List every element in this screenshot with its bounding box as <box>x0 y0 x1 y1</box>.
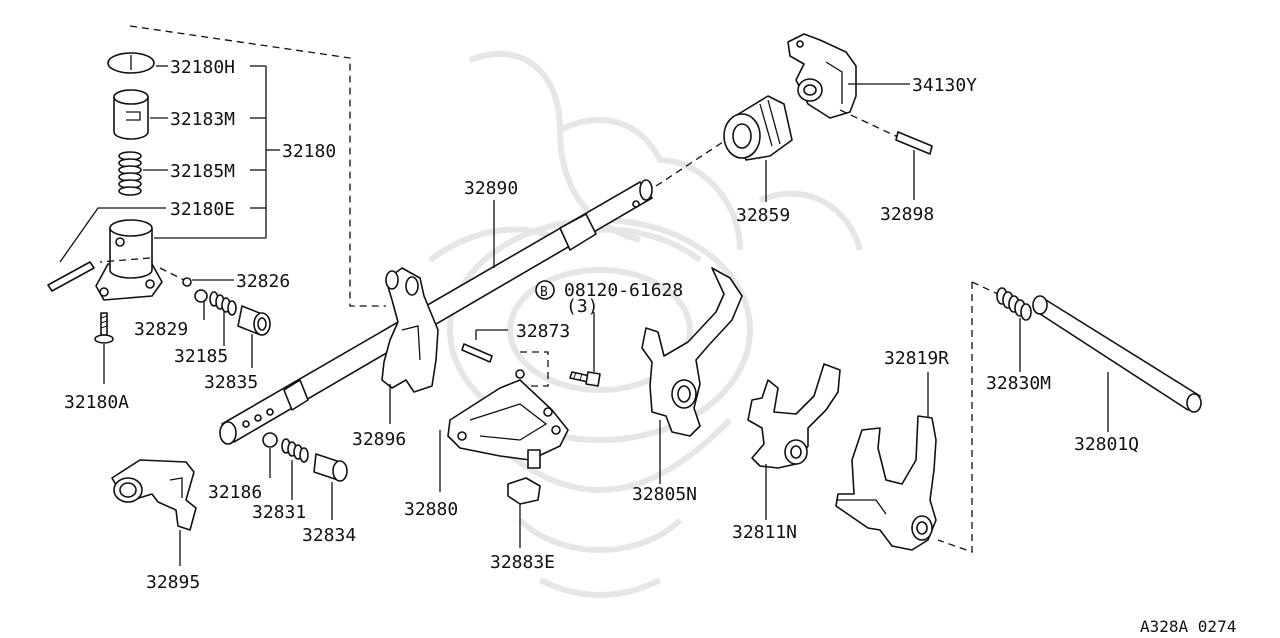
label-32811N: 32811N <box>732 522 797 543</box>
label-32896: 32896 <box>352 429 406 450</box>
part-32180A-bolt <box>94 312 114 344</box>
label-32185: 32185 <box>174 346 228 367</box>
part-32801Q-rod <box>1032 295 1202 413</box>
label-32831: 32831 <box>252 502 306 523</box>
label-32830M: 32830M <box>986 373 1051 394</box>
part-32859-bushing <box>723 95 793 161</box>
part-32183M-plunger <box>113 89 149 140</box>
part-32898-pin <box>895 131 933 155</box>
part-32811N-fork <box>747 363 841 469</box>
label-32883E: 32883E <box>490 552 555 573</box>
label-32180: 32180 <box>282 141 336 162</box>
part-08120-bolt <box>569 371 601 387</box>
label-34130Y: 34130Y <box>912 75 977 96</box>
part-32826-ball <box>182 277 192 287</box>
label-32898: 32898 <box>880 204 934 225</box>
label-32801Q: 32801Q <box>1074 434 1139 455</box>
part-32830M-spring <box>996 287 1032 321</box>
bolt-marker-letter: B <box>540 285 548 300</box>
label-32895: 32895 <box>146 572 200 593</box>
part-32834-plug <box>313 453 348 482</box>
part-32186-ball <box>262 432 278 448</box>
label-08120-61628: 08120-61628 <box>564 280 683 301</box>
label-32890: 32890 <box>464 178 518 199</box>
part-32873-pin <box>461 343 493 363</box>
label-32835: 32835 <box>204 372 258 393</box>
label-32880: 32880 <box>404 499 458 520</box>
part-34130Y-bracket <box>787 33 857 119</box>
label-32185M: 32185M <box>170 161 235 182</box>
label-32859: 32859 <box>736 205 790 226</box>
label-32186: 32186 <box>208 482 262 503</box>
part-32185M-spring <box>118 151 142 196</box>
part-32180E-housing <box>47 219 163 301</box>
label-32829: 32829 <box>134 319 188 340</box>
part-32880-plate <box>447 369 569 469</box>
part-32819R-fork <box>835 415 937 551</box>
label-08120-quantity: (3) <box>566 296 599 317</box>
circled-b-icon <box>535 280 555 300</box>
part-32895-lever <box>111 459 197 531</box>
leader-32180-bracket <box>59 65 280 263</box>
part-32829-ball <box>194 289 208 303</box>
label-32873: 32873 <box>516 321 570 342</box>
label-32819R: 32819R <box>884 348 949 369</box>
label-32180H: 32180H <box>170 57 235 78</box>
label-32180E: 32180E <box>170 199 235 220</box>
part-32831-spring <box>281 438 309 463</box>
label-32826: 32826 <box>236 271 290 292</box>
watermark-logo <box>428 50 863 598</box>
part-32180H-cap <box>107 52 155 74</box>
part-32896-fork <box>381 267 439 393</box>
label-32183M: 32183M <box>170 109 235 130</box>
label-32834: 32834 <box>302 525 356 546</box>
figure-code: A328A 0274 <box>1140 617 1236 636</box>
label-32180A: 32180A <box>64 392 129 413</box>
part-32185-spring <box>209 291 237 316</box>
part-32805N-fork <box>641 267 743 437</box>
part-32835-plug <box>237 305 271 336</box>
part-32890-shaft <box>219 179 653 445</box>
part-32883E-block <box>507 477 541 505</box>
label-32805N: 32805N <box>632 484 697 505</box>
